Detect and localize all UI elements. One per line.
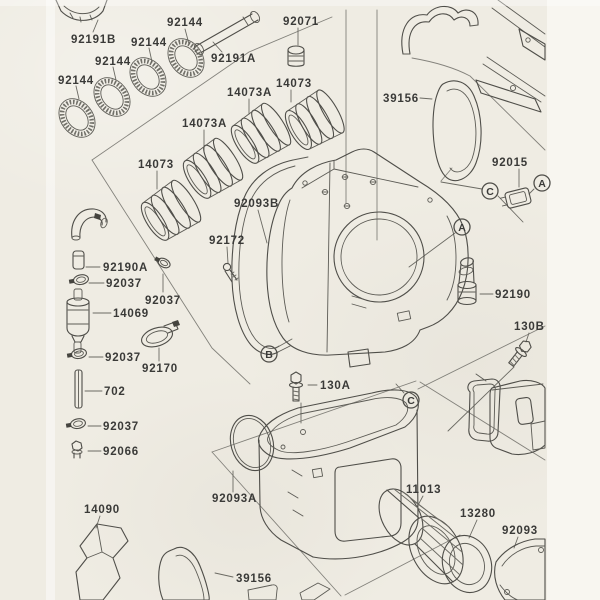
part-label: 92037 xyxy=(145,295,181,307)
plug-92066 xyxy=(71,440,83,459)
part-label: 92191A xyxy=(211,53,256,65)
boot-14073a-1 xyxy=(182,137,244,199)
part-label: 702 xyxy=(104,386,126,398)
part-label: 14090 xyxy=(84,504,120,516)
part-label: 92015 xyxy=(492,157,528,169)
boot-14073-top xyxy=(284,89,345,151)
part-label: 130B xyxy=(514,321,545,333)
part-label: 92093A xyxy=(212,493,257,505)
part-label: 92066 xyxy=(103,446,139,458)
part-label: 92172 xyxy=(209,235,245,247)
frame-lines xyxy=(91,9,546,597)
canister-14069 xyxy=(66,288,90,354)
svg-text:A: A xyxy=(538,178,546,190)
clamp-92037-4 xyxy=(65,418,86,430)
corner-plates xyxy=(475,0,546,113)
bolt-130a xyxy=(288,371,304,402)
svg-text:B: B xyxy=(265,349,273,361)
part-label: 92093 xyxy=(502,525,538,537)
elbow-pipe-breather xyxy=(71,208,108,241)
callout-a: A xyxy=(533,174,551,192)
part-label: 92093B xyxy=(234,198,279,210)
hose-92191b xyxy=(55,0,108,23)
part-label: 14073A xyxy=(227,87,272,99)
clip-92015 xyxy=(500,187,532,209)
part-label: 92037 xyxy=(103,421,139,433)
part-label: 14069 xyxy=(113,308,149,320)
part-label: 92144 xyxy=(131,37,167,49)
cover-92093 xyxy=(494,538,546,600)
part-label: 92190 xyxy=(495,289,531,301)
boots-14073 xyxy=(140,89,345,241)
housing-upper xyxy=(266,148,469,368)
part-label: 14073 xyxy=(138,159,174,171)
scan-edge-left xyxy=(46,0,55,600)
part-label: 11013 xyxy=(406,484,441,496)
part-label: 92037 xyxy=(106,278,142,290)
part-label: 92037 xyxy=(105,352,141,364)
clamp-92037-1 xyxy=(68,274,89,286)
callout-b: B xyxy=(260,345,278,363)
elbow-92190 xyxy=(457,257,477,306)
clamp-92037-3 xyxy=(66,348,87,360)
housing-lower xyxy=(257,389,419,560)
callout-c: C xyxy=(481,182,499,200)
clamp-92170 xyxy=(140,320,180,348)
housing-fasteners xyxy=(302,173,433,210)
callout-c: C xyxy=(402,391,420,409)
part-label: 130A xyxy=(320,380,351,392)
resonator-assembly xyxy=(467,373,546,456)
filter-11013 xyxy=(378,488,464,585)
bracket-top-right xyxy=(401,5,479,55)
part-label: 92191B xyxy=(71,34,116,46)
part-label: 39156 xyxy=(236,573,272,585)
part-label: 39156 xyxy=(383,93,419,105)
callout-circles: A B C A C xyxy=(260,174,551,409)
tube-92190a xyxy=(72,250,85,270)
part-label: 92071 xyxy=(283,16,319,28)
part-label: 13280 xyxy=(460,508,496,520)
part-label: 92144 xyxy=(58,75,94,87)
damper-39156-top xyxy=(432,80,482,182)
damper-39156-bottom xyxy=(158,546,210,600)
part-label: 92144 xyxy=(167,17,203,29)
tube-702 xyxy=(74,369,83,409)
cap-92071 xyxy=(287,45,305,67)
oring-92093a xyxy=(229,414,275,472)
boot-14073a-2 xyxy=(230,102,292,164)
scan-margin-right xyxy=(547,0,600,600)
callout-a: A xyxy=(453,218,471,236)
coil-clamps-92144 xyxy=(58,38,205,138)
scan-edge-top xyxy=(0,0,600,6)
part-label: 92144 xyxy=(95,56,131,68)
part-label: 92170 xyxy=(142,363,178,375)
gasket-92093b xyxy=(231,156,309,355)
boot-14073-left xyxy=(140,179,202,241)
part-label: 92190A xyxy=(103,262,148,274)
svg-text:C: C xyxy=(486,186,494,198)
duct-92191a xyxy=(193,10,261,56)
clamp-92037-2 xyxy=(154,256,171,269)
part-number-labels: 92191B921449214492144921449207192191A140… xyxy=(58,16,545,585)
seal-13280 xyxy=(441,534,493,594)
bolt-130b xyxy=(505,337,535,370)
leader-lines xyxy=(75,19,535,578)
misc-bottom-parts xyxy=(247,582,331,600)
foam-14090 xyxy=(75,523,129,600)
svg-text:A: A xyxy=(458,222,466,234)
part-label: 14073A xyxy=(182,118,227,130)
screw-92172 xyxy=(222,262,239,283)
part-label: 14073 xyxy=(276,78,312,90)
svg-text:C: C xyxy=(407,395,415,407)
